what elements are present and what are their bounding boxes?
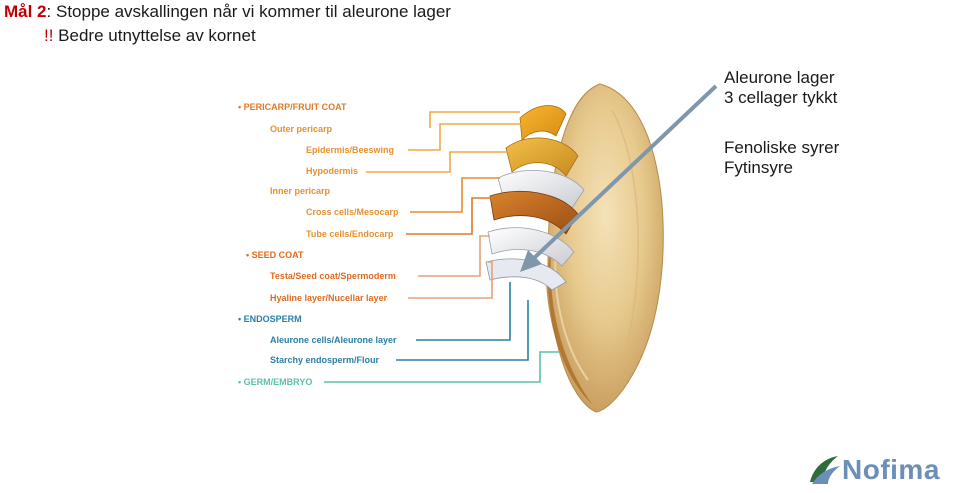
label-germ-embryo: • GERM/EMBRYO <box>238 377 312 387</box>
label-inner-pericarp: Inner pericarp <box>270 186 331 196</box>
label-seed-coat: • SEED COAT <box>246 250 304 260</box>
nofima-logo-text: Nofima <box>842 454 940 485</box>
label-hyaline-layer: Hyaline layer/Nucellar layer <box>270 293 388 303</box>
aleurone-thickness: 3 cellager tykkt <box>724 88 838 107</box>
exclamation-mark: !! <box>44 26 54 45</box>
peeled-layers <box>485 105 585 291</box>
goal-label: Mål 2 <box>4 2 47 21</box>
aleurone-pointer-arrow <box>520 84 718 272</box>
label-tube-cells: Tube cells/Endocarp <box>306 229 394 239</box>
aleurone-heading: Aleurone lager <box>724 68 835 87</box>
label-starchy-endosperm: Starchy endosperm/Flour <box>270 355 380 365</box>
layer-labels: • PERICARP/FRUIT COAT Outer pericarp Epi… <box>238 102 399 387</box>
slide-title-line-1: Mål 2: Stoppe avskallingen når vi kommer… <box>4 2 451 22</box>
phytic-acid: Fytinsyre <box>724 158 793 177</box>
phenolic-acids: Fenoliske syrer <box>724 138 840 157</box>
leader-lines <box>324 111 560 383</box>
goal-text: : Stoppe avskallingen når vi kommer til … <box>46 2 451 21</box>
label-endosperm: • ENDOSPERM <box>238 314 302 324</box>
label-cross-cells: Cross cells/Mesocarp <box>306 207 399 217</box>
label-outer-pericarp: Outer pericarp <box>270 124 333 134</box>
slide-title-line-2: !! Bedre utnyttelse av kornet <box>44 26 256 46</box>
label-aleurone-cells: Aleurone cells/Aleurone layer <box>270 335 397 345</box>
nofima-logo-icon <box>810 456 840 484</box>
label-epidermis: Epidermis/Beeswing <box>306 145 394 155</box>
label-testa: Testa/Seed coat/Spermoderm <box>270 271 396 281</box>
nofima-logo: Nofima <box>806 452 956 488</box>
benefit-text: Bedre utnyttelse av kornet <box>53 26 256 45</box>
label-pericarp: • PERICARP/FRUIT COAT <box>238 102 347 112</box>
label-hypodermis: Hypodermis <box>306 166 358 176</box>
